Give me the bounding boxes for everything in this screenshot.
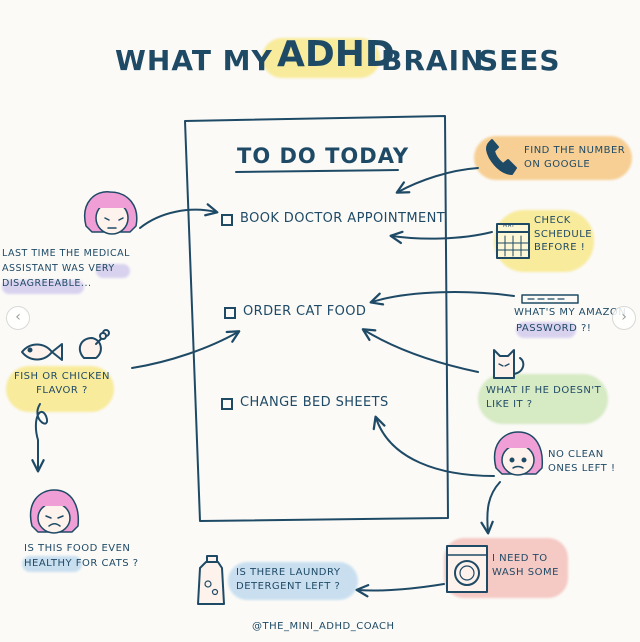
arrow-clean-down (480, 481, 501, 535)
cat-highlight (478, 374, 608, 424)
title-part2: BRAIN (381, 44, 485, 77)
thought-medical-line1: LAST TIME THE MEDICAL (2, 248, 130, 259)
arrow-flavor-down (31, 403, 49, 473)
arrow-wash (355, 583, 445, 598)
thought-phone: FIND THE NUMBER ON GOOGLE (524, 145, 626, 170)
title-highlight (262, 38, 380, 78)
calendar-icon (496, 223, 530, 259)
password-highlight (516, 322, 576, 338)
thought-healthy-word: HEALTHY (24, 558, 73, 569)
arrow-amazon (369, 291, 515, 306)
thought-amazon-punct: ?! (581, 323, 592, 334)
task-1-checkbox[interactable] (221, 214, 233, 226)
title-part1: WHAT MY (115, 44, 273, 77)
todo-note-outline (184, 115, 449, 522)
title-part3: SEES (478, 44, 561, 77)
task-3-label: CHANGE BED SHEETS (240, 395, 389, 410)
thought-detergent: IS THERE LAUNDRY DETERGENT LEFT ? (236, 567, 341, 592)
task-3-checkbox[interactable] (221, 398, 233, 410)
cat-icon (493, 349, 525, 379)
thought-medical-line2: ASSISTANT WAS VERY (2, 263, 115, 276)
phone-highlight (474, 136, 632, 180)
task-2-checkbox[interactable] (224, 307, 236, 319)
washing-machine-icon (446, 545, 488, 593)
credit-handle: @THE_MINI_ADHD_COACH (252, 621, 395, 632)
disagreeable-highlight (2, 280, 84, 294)
title-highlight-word: ADHD (277, 34, 395, 75)
calendar-month: MAY (503, 223, 515, 229)
thought-clean: NO CLEAN ONES LEFT ! (548, 449, 616, 474)
arrow-flavor (131, 330, 241, 369)
thought-wash: I NEED TO WASH SOME (492, 553, 559, 578)
thought-amazon-line2: PASSWORD ?! (516, 322, 591, 336)
thought-medical-assistant: ASSISTANT WAS (2, 263, 85, 274)
task-2-label: ORDER CAT FOOD (243, 304, 367, 319)
todo-heading: TO DO TODAY (237, 144, 410, 168)
detergent-highlight (228, 562, 358, 600)
woman-face-healthy-icon (29, 489, 80, 534)
chicken-leg-icon (78, 329, 110, 359)
thought-schedule: CHECK SCHEDULE BEFORE ! (534, 215, 593, 253)
woman-face-clean-icon (493, 431, 544, 476)
thought-medical-very: VERY (88, 263, 115, 274)
woman-face-icon (83, 191, 138, 235)
healthy-highlight (22, 556, 82, 572)
flavor-highlight (6, 366, 114, 412)
very-highlight (96, 264, 130, 278)
arrow-phone (395, 167, 479, 194)
task-1-label: BOOK DOCTOR APPOINTMENT (240, 211, 446, 226)
heading-underline (235, 169, 399, 173)
arrow-cat (361, 328, 479, 373)
arrow-clean (372, 415, 495, 477)
password-field-icon (521, 294, 579, 304)
thought-medical-line3: DISAGREEABLE... (2, 278, 92, 289)
fish-icon (21, 343, 63, 361)
carousel-prev-button[interactable]: ‹ (6, 306, 30, 330)
arrow-schedule (389, 230, 493, 245)
thought-healthy-line1: IS THIS FOOD EVEN (24, 543, 131, 554)
arrow-medical (139, 203, 219, 229)
thought-amazon-password: PASSWORD (516, 323, 578, 334)
carousel-next-button[interactable]: › (612, 306, 636, 330)
thought-cat-like: WHAT IF HE DOESN'T LIKE IT ? (486, 385, 602, 410)
thought-flavor: FISH OR CHICKEN FLAVOR ? (13, 371, 111, 396)
thought-healthy-rest: FOR CATS ? (75, 558, 139, 569)
thought-healthy-line2: HEALTHY FOR CATS ? (24, 557, 139, 571)
phone-icon (486, 139, 517, 175)
detergent-bottle-icon (197, 555, 225, 605)
thought-amazon-line1: WHAT'S MY AMAZON (514, 307, 627, 318)
